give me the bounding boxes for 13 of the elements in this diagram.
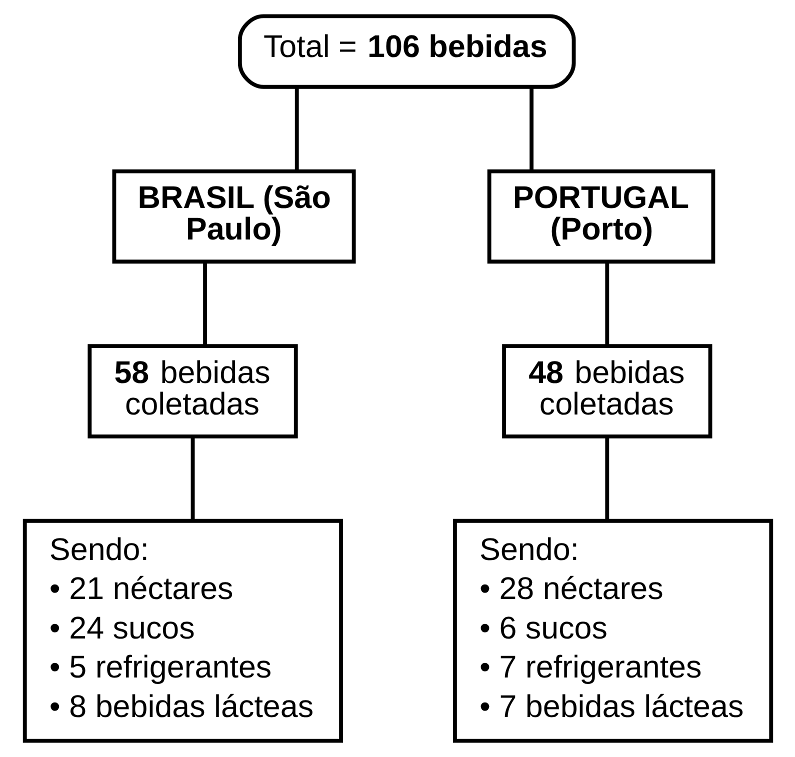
node-box: Sendo: • 21 néctares • 24 sucos • 5 refrigerantes • 8 bebidas lácteas: [22, 518, 342, 743]
connector: [529, 87, 533, 171]
node-box: BRASIL (São Paulo): [112, 169, 356, 264]
node-box: 48 bebidas coletadas: [502, 344, 712, 438]
node-box: 58 bebidas coletadas: [87, 344, 298, 438]
node-box: Sendo: • 28 néctares • 6 sucos • 7 refrigerantes • 7 bebidas lácteas: [452, 518, 773, 743]
connector: [604, 262, 609, 346]
connector: [190, 436, 194, 521]
connector: [604, 436, 609, 521]
node-box: PORTUGAL (Porto): [486, 169, 715, 264]
node-box: Total = 106 bebidas: [237, 14, 576, 89]
connector: [294, 87, 298, 171]
connector: [202, 262, 206, 346]
